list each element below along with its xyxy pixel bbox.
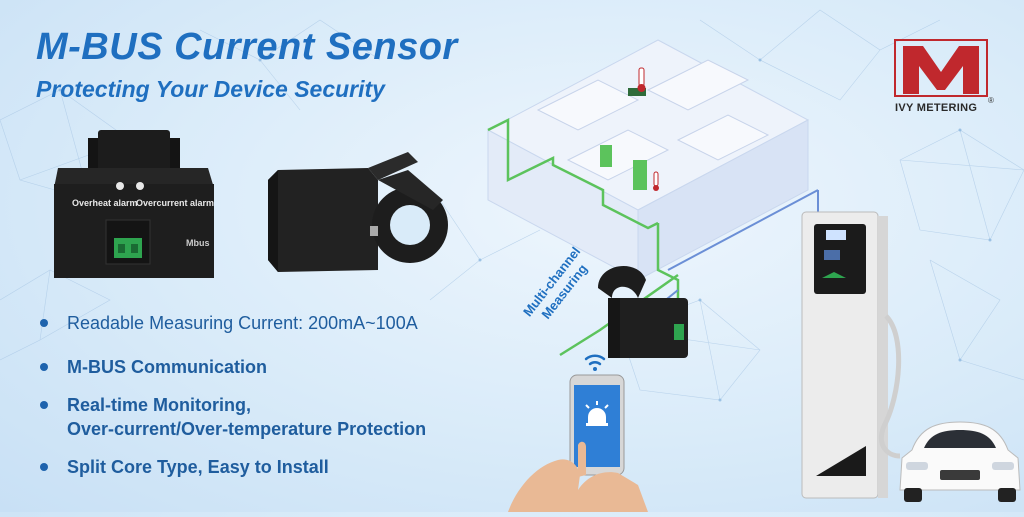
wifi-icon	[584, 354, 606, 366]
phone-illustration	[508, 345, 648, 512]
page-subtitle: Protecting Your Device Security	[36, 76, 385, 102]
mbus-label: Mbus	[186, 238, 210, 248]
bullet-icon	[40, 401, 48, 409]
brand-name: IVY METERING	[895, 102, 978, 114]
thermometer-icon	[653, 171, 659, 191]
house-illustration	[486, 39, 818, 300]
overcurrent-alarm-label: Overcurrent alarm	[136, 198, 215, 208]
sensor-side-image	[258, 150, 458, 280]
brand-logo: IVY METERING ®	[893, 38, 994, 118]
sensor-front-image: Overheat alarm Overcurrent alarm Mbus	[48, 128, 218, 286]
bullet-icon	[40, 463, 48, 471]
feature-protection: Over-current/Over-temperature Protection	[67, 419, 427, 439]
feature-monitoring: Real-time Monitoring,	[67, 395, 251, 415]
multi-channel-callout: Multi-channel Measuring	[520, 244, 590, 322]
page-title: M-BUS Current Sensor	[36, 26, 458, 68]
feature-mbus-communication: M-BUS Communication	[67, 357, 267, 377]
feature-split-core: Split Core Type, Easy to Install	[67, 457, 329, 477]
clamp-sensor-image	[598, 266, 688, 358]
ev-charger-image	[801, 211, 902, 499]
feature-measuring-current: Readable Measuring Current: 200mA~100A	[67, 313, 418, 333]
alarm-icon	[585, 401, 609, 426]
thermometer-icon	[637, 67, 646, 92]
car-image	[899, 421, 1021, 502]
registered-mark: ®	[988, 96, 994, 105]
overheat-alarm-label: Overheat alarm	[72, 198, 138, 208]
bullet-icon	[40, 319, 48, 327]
bullet-icon	[40, 363, 48, 371]
logo-m-icon	[894, 39, 988, 97]
